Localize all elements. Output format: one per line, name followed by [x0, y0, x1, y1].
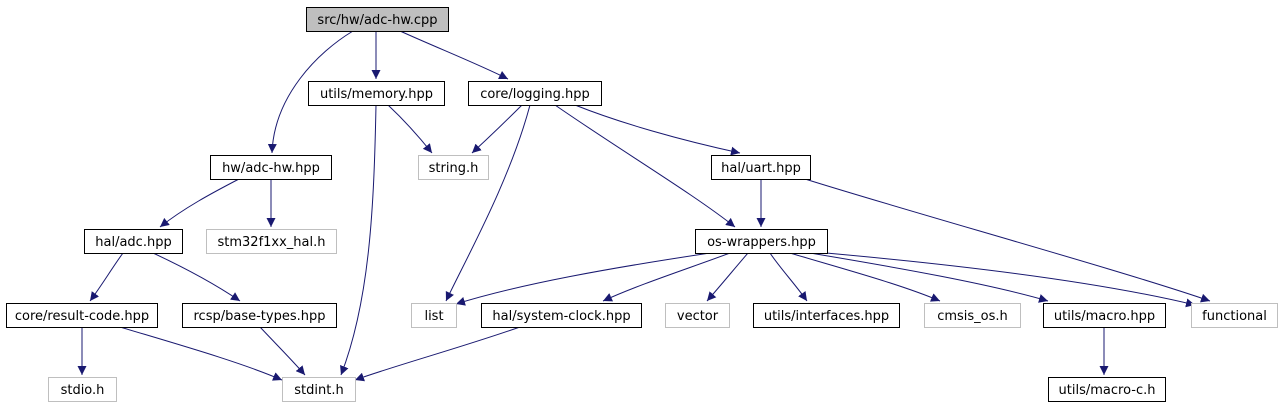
node-box	[210, 155, 332, 180]
edge-uart-hpp-to-functional	[804, 178, 1211, 303]
node-interfaces-hpp[interactable]: utils/interfaces.hpp	[753, 303, 900, 328]
node-label: os-wrappers.hpp	[707, 235, 816, 250]
edge-logging-hpp-to-os-wrappers-hpp	[554, 104, 736, 228]
edges-layer	[77, 30, 1211, 382]
node-label: list	[424, 309, 443, 324]
edge-memory-hpp-to-stdint-h	[340, 104, 377, 376]
node-result-code-hpp[interactable]: core/result-code.hpp	[6, 303, 158, 328]
node-macro-hpp[interactable]: utils/macro.hpp	[1043, 303, 1166, 328]
node-uart-hpp[interactable]: hal/uart.hpp	[711, 155, 811, 180]
node-label: utils/macro.hpp	[1054, 309, 1155, 324]
edge-adc-hpp-to-base-types-hpp	[152, 252, 241, 302]
node-label: vector	[677, 309, 719, 324]
node-box	[411, 303, 457, 328]
edge-adc-hpp-to-result-code-hpp	[89, 252, 124, 302]
node-functional: functional	[1191, 303, 1278, 328]
node-box	[84, 229, 183, 254]
node-macro-c-h[interactable]: utils/macro-c.h	[1048, 377, 1166, 402]
edge-adc-hw-hpp-to-adc-hpp	[159, 178, 240, 228]
edge-logging-hpp-to-uart-hpp	[574, 104, 741, 156]
node-adc-hw-cpp[interactable]: src/hw/adc-hw.cpp	[306, 7, 449, 32]
node-label: core/logging.hpp	[480, 87, 590, 102]
node-box	[1043, 303, 1166, 328]
nodes-layer: src/hw/adc-hw.cpp utils/memory.hpp core/lo…	[6, 7, 1278, 402]
node-label: rcsp/base-types.hpp	[194, 309, 326, 324]
node-string-h: string.h	[418, 155, 489, 180]
node-label: stdint.h	[294, 383, 343, 398]
node-label: hal/adc.hpp	[95, 235, 171, 250]
edge-adc-hw-cpp-to-adc-hw-hpp	[267, 30, 354, 154]
node-label: cmsis_os.h	[937, 309, 1008, 324]
edge-os-wrappers-hpp-to-interfaces-hpp	[769, 252, 808, 302]
node-box	[182, 303, 337, 328]
edge-os-wrappers-hpp-to-list	[455, 252, 711, 306]
node-os-wrappers-hpp[interactable]: os-wrappers.hpp	[695, 229, 828, 254]
node-label: functional	[1202, 309, 1267, 324]
node-label: core/result-code.hpp	[15, 309, 149, 324]
edge-logging-hpp-to-string-h	[471, 104, 523, 154]
node-box	[6, 303, 158, 328]
node-base-types-hpp[interactable]: rcsp/base-types.hpp	[182, 303, 337, 328]
node-box	[1191, 303, 1278, 328]
node-box	[282, 377, 356, 402]
edge-os-wrappers-hpp-to-vector	[706, 252, 749, 302]
node-label: utils/memory.hpp	[320, 87, 433, 102]
node-box	[924, 303, 1021, 328]
node-logging-hpp[interactable]: core/logging.hpp	[468, 81, 602, 106]
node-label: string.h	[429, 161, 479, 176]
edge-memory-hpp-to-string-h	[387, 104, 433, 154]
edge-result-code-hpp-to-stdint-h	[119, 326, 283, 381]
node-box	[418, 155, 489, 180]
node-list: list	[411, 303, 457, 328]
edge-system-clock-hpp-to-stdint-h	[354, 326, 521, 382]
node-adc-hpp[interactable]: hal/adc.hpp	[84, 229, 183, 254]
node-system-clock-hpp[interactable]: hal/system-clock.hpp	[481, 303, 642, 328]
node-label: hw/adc-hw.hpp	[222, 161, 320, 176]
node-stdio-h: stdio.h	[48, 377, 117, 402]
node-label: src/hw/adc-hw.cpp	[317, 13, 437, 28]
node-box	[695, 229, 828, 254]
node-memory-hpp[interactable]: utils/memory.hpp	[308, 81, 445, 106]
node-box	[468, 81, 602, 106]
edge-os-wrappers-hpp-to-system-clock-hpp	[602, 252, 731, 302]
node-stm32-hal-h: stm32f1xx_hal.h	[206, 229, 337, 254]
node-label: utils/interfaces.hpp	[764, 309, 889, 324]
node-box	[1048, 377, 1166, 402]
edge-logging-hpp-to-list	[445, 104, 531, 302]
node-box	[48, 377, 117, 402]
node-label: stdio.h	[61, 383, 105, 398]
node-box	[665, 303, 730, 328]
node-adc-hw-hpp[interactable]: hw/adc-hw.hpp	[210, 155, 332, 180]
node-box	[481, 303, 642, 328]
node-box	[711, 155, 811, 180]
edge-base-types-hpp-to-stdint-h	[259, 326, 306, 376]
node-box	[306, 7, 449, 32]
edge-os-wrappers-hpp-to-cmsis-os-h	[789, 252, 941, 302]
node-vector: vector	[665, 303, 730, 328]
edge-os-wrappers-hpp-to-macro-hpp	[809, 252, 1049, 303]
node-cmsis-os-h: cmsis_os.h	[924, 303, 1021, 328]
node-label: stm32f1xx_hal.h	[218, 235, 326, 250]
node-box	[308, 81, 445, 106]
node-box	[753, 303, 900, 328]
edge-os-wrappers-hpp-to-functional	[825, 252, 1196, 308]
node-label: hal/system-clock.hpp	[492, 309, 630, 324]
node-box	[206, 229, 337, 254]
node-label: utils/macro-c.h	[1059, 383, 1156, 398]
node-stdint-h: stdint.h	[282, 377, 356, 402]
edge-adc-hw-cpp-to-logging-hpp	[399, 30, 509, 80]
node-label: hal/uart.hpp	[721, 161, 801, 176]
